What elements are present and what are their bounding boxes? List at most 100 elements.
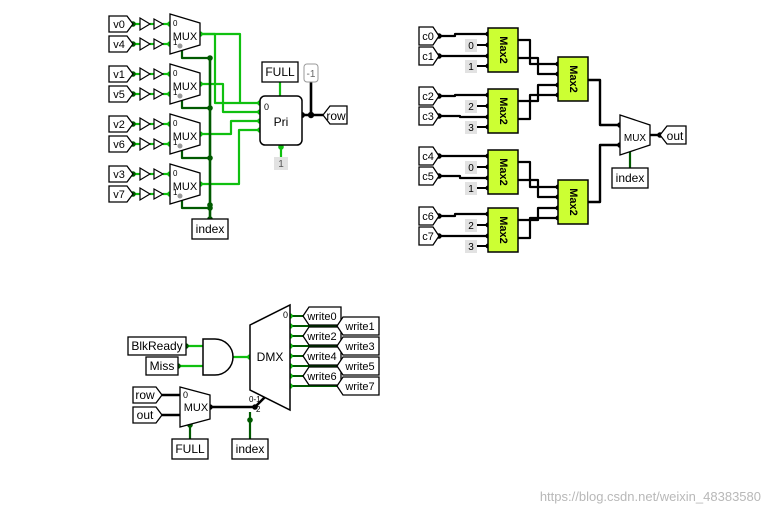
svg-text:0: 0 [173, 119, 178, 128]
priority-encoder[interactable]: Pri 0 [259, 95, 303, 146]
miss-input-pin[interactable]: Miss [145, 356, 179, 376]
output-pin-write6[interactable]: write6 [302, 366, 342, 386]
circuit3-row-label: row [135, 388, 155, 402]
circuit3-out-pin[interactable]: out [132, 406, 163, 424]
constant-0: 0 [465, 161, 477, 174]
output-pin-write0[interactable]: write0 [302, 306, 342, 326]
buffer-gate[interactable] [139, 136, 165, 152]
full-label: FULL [265, 65, 295, 79]
circuit2-index-pin[interactable]: index [611, 167, 649, 189]
output-pin-write7[interactable]: write7 [336, 376, 380, 396]
dmx-label: DMX [257, 350, 284, 364]
svg-text:3: 3 [468, 242, 474, 253]
row-label: row [326, 109, 346, 123]
blkready-input-pin[interactable]: BlkReady [127, 336, 187, 356]
buffer-gate[interactable] [139, 86, 165, 102]
svg-text:c3: c3 [422, 111, 434, 123]
circuit2-out-label: out [667, 129, 684, 143]
svg-text:c5: c5 [422, 171, 434, 183]
svg-text:Max2: Max2 [497, 216, 509, 244]
svg-text:MUX: MUX [173, 131, 198, 143]
blkready-label: BlkReady [131, 339, 182, 353]
output-pin-write3[interactable]: write3 [336, 336, 380, 356]
buffer-gate[interactable] [139, 36, 165, 52]
circuit3-row-pin[interactable]: row [132, 386, 163, 404]
constant-1: 1 [465, 60, 477, 73]
full-input-pin[interactable]: FULL [261, 61, 299, 83]
svg-text:write7: write7 [344, 381, 374, 393]
circuit3-index-pin[interactable]: index [231, 438, 269, 460]
svg-text:Max2: Max2 [497, 158, 509, 186]
index-label: index [196, 222, 225, 236]
output-pin-write5[interactable]: write5 [336, 356, 380, 376]
row-output-pin[interactable]: row [322, 105, 348, 125]
circuit3-mux[interactable]: MUX 0 [179, 386, 211, 428]
circuit2-mux[interactable]: MUX [619, 114, 651, 156]
constant-3: 3 [465, 240, 477, 253]
input-pin-c2[interactable]: c2 [418, 86, 440, 106]
svg-text:write3: write3 [344, 341, 374, 353]
svg-text:write6: write6 [306, 371, 336, 383]
buffer-gate[interactable] [139, 116, 165, 132]
svg-text:1: 1 [173, 138, 178, 147]
circuit3: BlkReady Miss row out MUX 0 DMX 0 0-1 [127, 303, 380, 460]
circuit3-index-label: index [236, 442, 265, 456]
input-pin-v2[interactable]: v2 [108, 115, 134, 133]
output-pin-write4[interactable]: write4 [302, 346, 342, 366]
demultiplexer[interactable]: DMX 0 [249, 303, 291, 412]
svg-text:Max2: Max2 [567, 188, 579, 216]
mux-3[interactable]: MUX 0 1 [169, 113, 201, 155]
svg-text:v0: v0 [113, 19, 125, 31]
input-pin-v7[interactable]: v7 [108, 185, 134, 203]
svg-text:0: 0 [468, 163, 474, 174]
input-pin-c4[interactable]: c4 [418, 146, 440, 166]
input-pin-v1[interactable]: v1 [108, 65, 134, 83]
svg-text:write0: write0 [306, 311, 336, 323]
constant-0: 0 [465, 39, 477, 52]
input-pin-c1[interactable]: c1 [418, 46, 440, 66]
max2-unit[interactable]: Max2 [557, 179, 589, 225]
constant-one: 1 [274, 157, 288, 170]
input-pin-v5[interactable]: v5 [108, 85, 134, 103]
svg-text:v6: v6 [113, 139, 125, 151]
buffer-gate[interactable] [139, 166, 165, 182]
svg-text:v5: v5 [113, 89, 125, 101]
buffer-gate[interactable] [139, 66, 165, 82]
and-gate[interactable] [202, 338, 234, 376]
svg-text:1: 1 [468, 184, 474, 195]
svg-text:1: 1 [278, 159, 284, 170]
input-pin-v0[interactable]: v0 [108, 15, 134, 33]
pri-label: Pri [274, 115, 289, 129]
input-pin-c5[interactable]: c5 [418, 166, 440, 186]
max2-unit[interactable]: Max2 [487, 149, 519, 195]
output-pin-write1[interactable]: write1 [336, 316, 380, 336]
input-pin-v3[interactable]: v3 [108, 165, 134, 183]
input-pin-c6[interactable]: c6 [418, 206, 440, 226]
svg-text:Max2: Max2 [497, 36, 509, 64]
watermark: https://blog.csdn.net/weixin_48383580 [539, 489, 761, 504]
svg-text:2: 2 [468, 102, 474, 113]
input-pin-v4[interactable]: v4 [108, 35, 134, 53]
circuit3-full-pin[interactable]: FULL [171, 438, 209, 460]
max2-unit[interactable]: Max2 [487, 27, 519, 73]
input-pin-v6[interactable]: v6 [108, 135, 134, 153]
svg-text:v7: v7 [113, 189, 125, 201]
svg-text:0: 0 [173, 169, 178, 178]
max2-unit[interactable]: Max2 [487, 207, 519, 253]
input-pin-c3[interactable]: c3 [418, 106, 440, 126]
buffer-gate[interactable] [139, 16, 165, 32]
svg-text:MUX: MUX [173, 181, 198, 193]
pri-pin0: 0 [264, 102, 269, 112]
output-pin-write2[interactable]: write2 [302, 326, 342, 346]
circuit2-out-pin[interactable]: out [659, 125, 687, 145]
index-input-pin[interactable]: index [191, 218, 229, 240]
buffer-gate[interactable] [139, 186, 165, 202]
max2-unit[interactable]: Max2 [557, 56, 589, 102]
max2-unit[interactable]: Max2 [487, 88, 519, 134]
circuit3-full-label: FULL [175, 442, 205, 456]
input-pin-c7[interactable]: c7 [418, 226, 440, 246]
input-pin-c0[interactable]: c0 [418, 26, 440, 46]
